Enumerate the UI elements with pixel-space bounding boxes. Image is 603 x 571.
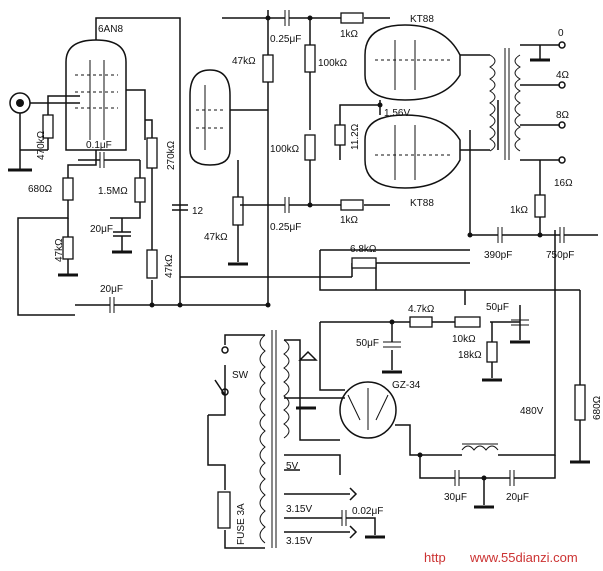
resistor-1k-top [340,12,364,24]
input-resistor [42,114,54,139]
label-r-6-8k: 6.8kΩ [350,244,377,255]
label-c-025-bot: 0.25μF [270,222,301,233]
label-tap-8: 8Ω [556,110,570,121]
label-r-1k-bot: 1kΩ [340,215,359,226]
resistor-11-2 [334,124,346,146]
label-r-47k-b: 47kΩ [164,254,175,278]
resistor-1k-fb [534,194,546,218]
tube-gz34 [339,381,397,439]
label-v-5: 5V [286,461,299,472]
watermark-site: www.55dianzi.com [469,550,578,565]
label-c-50-b: 50μF [486,302,509,313]
label-tube-power-bottom: KT88 [410,198,434,209]
resistor-4-7k [409,316,433,328]
tube-kt88-bottom [364,114,461,189]
label-c-002: 0.02μF [352,506,383,517]
label-r-100k-top: 100kΩ [318,58,348,69]
label-r-47k-a: 47kΩ [54,238,65,262]
label-r-input: 470kΩ [36,130,47,160]
label-r-680: 680Ω [592,395,603,420]
label-r-18k: 18kΩ [458,350,482,361]
output-transformer [460,48,521,160]
resistor-1k-bot [340,199,364,211]
power-transformer [259,330,290,548]
label-tube-rectifier: GZ-34 [392,380,421,391]
label-c-750p: 750pF [546,250,574,261]
label-c-0-1: 0.1μF [86,140,112,151]
label-tap-4: 4Ω [556,70,570,81]
label-c-20-c: 20μF [506,492,529,503]
label-v-480: 480V [520,406,544,417]
resistor-47k-b [146,249,158,279]
label-r-1-5m: 1.5MΩ [98,186,128,197]
resistor-10k [454,316,481,328]
resistor-270k [146,137,158,169]
tube-6an8 [65,39,127,151]
input-jack [9,92,31,114]
label-c-390p: 390pF [484,250,512,261]
label-v-315-b: 3.15V [286,536,312,547]
label-r-11-2: 11.2Ω [350,123,361,150]
label-r-4-7k: 4.7kΩ [408,304,435,315]
label-r-10k: 10kΩ [452,334,476,345]
label-c-025-top: 0.25μF [270,34,301,45]
resistor-47k-d [232,196,244,226]
label-fuse: FUSE 3A [236,503,247,545]
resistor-6-8k [351,257,377,269]
label-tube-power-top: KT88 [410,14,434,25]
label-c-30: 30μF [444,492,467,503]
resistor-1-5m [134,177,146,203]
label-r-cathode1: 680Ω [28,184,53,195]
watermark-prefix: http [424,550,446,565]
tube-kt88-top [364,24,461,101]
label-r-47k-c: 47kΩ [232,56,256,67]
label-r-1k-fb: 1kΩ [510,205,529,216]
label-r-100k-bot: 100kΩ [270,144,300,155]
resistor-680 [62,177,74,201]
label-tap-0: 0 [558,28,564,39]
resistor-100k-top [304,44,316,73]
resistor-680 [574,384,586,421]
label-c-20-a: 20μF [90,224,113,235]
label-v-315-a: 3.15V [286,504,312,515]
label-switch: SW [232,370,249,381]
label-c-12: 12 [192,206,204,217]
fuse [217,491,231,529]
label-r-1k-top: 1kΩ [340,29,359,40]
label-r-47k-d: 47kΩ [204,232,228,243]
label-v-bias: 1.56V [384,108,410,119]
resistor-18k [486,341,498,363]
label-c-50-a: 50μF [356,338,379,349]
label-r-270k: 270kΩ [166,140,177,170]
label-tap-16: 16Ω [554,178,573,189]
label-c-20-b: 20μF [100,284,123,295]
tube-phase-inverter [189,69,231,166]
label-tube-input: 6AN8 [98,24,123,35]
resistor-47k-c [262,54,274,83]
resistor-100k-bot [304,134,316,161]
